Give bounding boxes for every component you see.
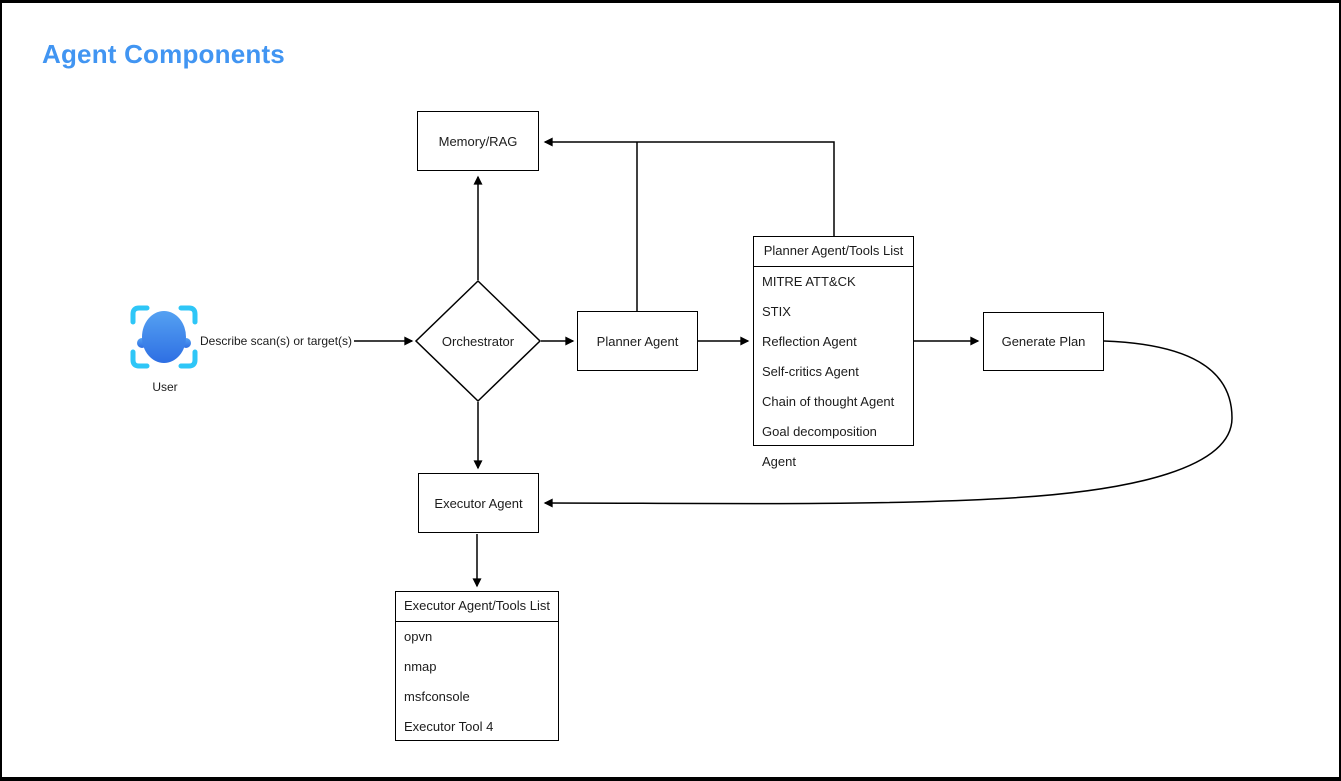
planner-tool-item: Chain of thought Agent	[762, 394, 895, 409]
executor-tool-item: opvn	[404, 629, 433, 644]
planner-tools-list: Planner Agent/Tools List MITRE ATT&CK ST…	[753, 236, 914, 469]
executor-tool-item: nmap	[404, 659, 437, 674]
node-memory-rag: Memory/RAG	[417, 111, 539, 171]
face-scan-icon	[130, 305, 198, 369]
connector-layer	[198, 137, 1233, 588]
edge-generateplan-executor-loop	[543, 340, 1233, 508]
executor-tools-list: Executor Agent/Tools List opvn nmap msfc…	[395, 591, 559, 741]
node-executor-agent: Executor Agent	[418, 473, 539, 533]
user-label: User	[152, 380, 178, 394]
executor-tool-item: msfconsole	[404, 689, 470, 704]
planner-tools-header: Planner Agent/Tools List	[754, 237, 913, 267]
planner-tool-item: STIX	[762, 304, 791, 319]
edge-label-describe-scan: Describe scan(s) or target(s)	[198, 332, 355, 350]
planner-tool-item: MITRE ATT&CK	[762, 274, 856, 289]
node-generate-plan: Generate Plan	[983, 312, 1104, 371]
planner-tool-item: Self-critics Agent	[762, 364, 859, 379]
node-planner-agent: Planner Agent	[577, 311, 698, 371]
page-title: Agent Components	[42, 39, 285, 69]
user-avatar	[130, 305, 198, 371]
edge-plannertools-memory	[543, 137, 835, 236]
planner-tool-item: Goal decomposition Agent	[762, 424, 877, 469]
executor-tools-header: Executor Agent/Tools List	[396, 592, 558, 622]
node-orchestrator: Orchestrator	[441, 333, 515, 349]
executor-tool-item: Executor Tool 4	[404, 719, 494, 734]
orchestrator-diamond-shape	[414, 279, 542, 403]
planner-tool-item: Reflection Agent	[762, 334, 857, 349]
